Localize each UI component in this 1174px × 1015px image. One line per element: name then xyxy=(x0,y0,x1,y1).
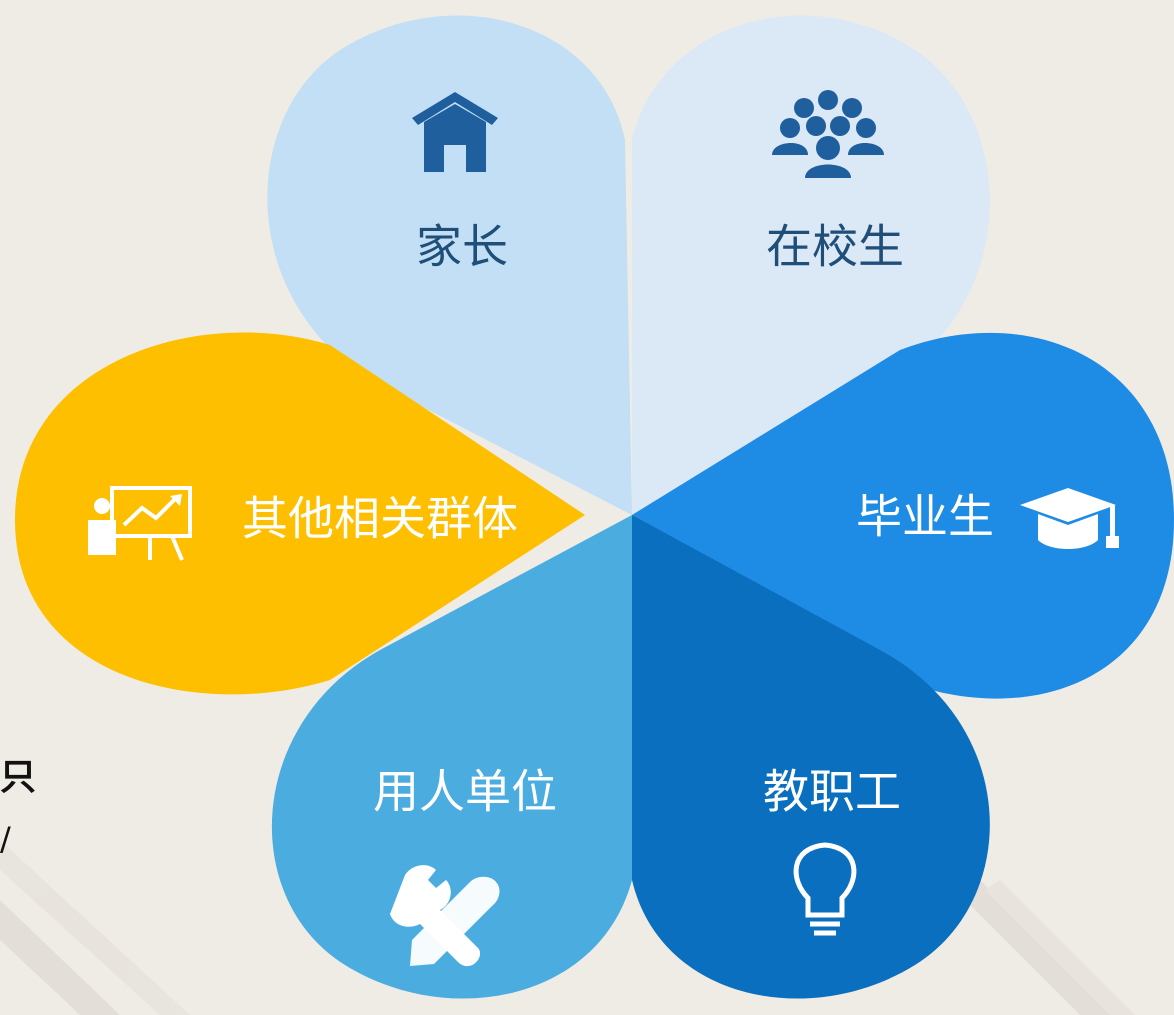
petal-graduates[interactable] xyxy=(632,332,1174,699)
petal-employers[interactable] xyxy=(271,515,632,999)
petal-label-staff: 教职工 xyxy=(763,765,901,819)
side-text-fragment-1: 只 xyxy=(0,757,37,798)
house-icon xyxy=(412,92,498,172)
petal-label-parents: 家长 xyxy=(416,220,508,274)
petal-others[interactable] xyxy=(15,332,585,695)
petal-label-others: 其他相关群体 xyxy=(242,492,518,546)
side-text-fragment-2: / xyxy=(0,820,11,858)
graduation-cap-icon xyxy=(1020,488,1119,549)
petal-label-employers: 用人单位 xyxy=(373,765,557,819)
presenter-chart-icon xyxy=(88,486,192,561)
petal-students[interactable] xyxy=(632,15,990,516)
group-people-icon xyxy=(772,90,884,178)
petal-staff[interactable] xyxy=(632,515,990,999)
petal-label-students: 在校生 xyxy=(766,220,904,274)
petal-label-graduates: 毕业生 xyxy=(856,490,994,544)
wrench-screwdriver-icon xyxy=(390,865,500,967)
petal-parents[interactable] xyxy=(267,15,632,516)
light-bulb-icon xyxy=(793,842,857,936)
